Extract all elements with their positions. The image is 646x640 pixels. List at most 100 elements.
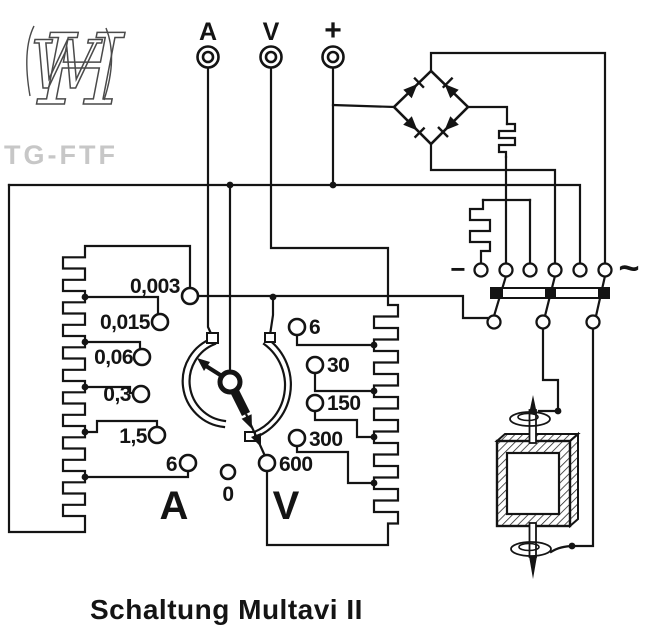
row-contact-5 xyxy=(572,262,588,278)
series-resistor-1 xyxy=(497,122,517,159)
right-comb xyxy=(265,66,400,547)
meter-top-spring-outer xyxy=(509,411,551,427)
meter-right-face xyxy=(569,431,579,529)
right-arc-outer xyxy=(249,337,292,441)
label-range-0015: 0,015 xyxy=(100,311,151,334)
contact-zero xyxy=(219,463,237,481)
tap-wire-6v xyxy=(295,333,376,347)
meter-bottom-spring-outer xyxy=(510,541,552,557)
label-ac: ~ xyxy=(618,247,639,288)
diode-top-right-icon xyxy=(441,76,459,99)
label-range-600: 600 xyxy=(279,453,313,476)
terminal-v xyxy=(259,45,283,69)
pointer-upper-arrowhead xyxy=(197,358,210,371)
meter-bottom-needle xyxy=(529,556,537,579)
label-range-6a: 6 xyxy=(166,453,177,476)
tap-wire-15 xyxy=(83,419,159,434)
contact-a-0015 xyxy=(150,312,170,332)
tap-wire-30 xyxy=(313,371,376,393)
contact-v-600 xyxy=(257,453,277,473)
contact-a-0003 xyxy=(180,286,200,306)
terminal-posts xyxy=(196,45,345,69)
range-contacts xyxy=(131,286,325,481)
right-arc-top-tab xyxy=(264,332,276,343)
label-range-15: 1,5 xyxy=(119,425,148,448)
pointer-handle xyxy=(229,387,251,417)
monogram-flourish xyxy=(26,25,113,101)
rotary-range-switch xyxy=(181,332,292,457)
label-minus: − xyxy=(450,254,465,284)
diode-top-left-icon xyxy=(403,76,425,99)
row-contact-4 xyxy=(547,262,563,278)
slider-block-3 xyxy=(598,288,609,298)
label-range-30: 30 xyxy=(327,354,349,377)
rectifier-bridge xyxy=(392,69,470,146)
left-arc-outer xyxy=(181,336,226,429)
moving-coil-meter xyxy=(494,395,581,579)
meter-frame-hatch xyxy=(497,441,570,526)
common-rail-wire xyxy=(7,183,582,265)
tap-wire-150 xyxy=(313,409,376,439)
series-resistor-2 xyxy=(468,198,492,265)
terminal-plus xyxy=(321,45,345,69)
pointer-chevron-1 xyxy=(241,414,252,429)
selector-row xyxy=(473,262,613,330)
monogram-letter-1: H xyxy=(36,14,126,128)
caption-text: Schaltung Multavi II xyxy=(90,594,363,625)
label-range-300: 300 xyxy=(309,428,343,451)
meter-top-spring-inner xyxy=(517,412,539,422)
bridge-top-wire xyxy=(429,51,607,265)
contact-a-03 xyxy=(131,384,151,404)
label-terminal-plus: + xyxy=(324,14,342,47)
tap-wire-006 xyxy=(83,340,142,351)
label-range-03: 0,3 xyxy=(103,383,131,406)
contact-v-6 xyxy=(287,317,307,337)
contact-v-150 xyxy=(305,393,325,413)
range-row-link-wire xyxy=(196,294,489,320)
tap-wire-0015 xyxy=(83,295,160,316)
meter-top-needle xyxy=(529,395,537,414)
left-arc-tab xyxy=(206,332,219,344)
meter-window xyxy=(505,451,561,516)
labels: A V + 0,003 0,015 0,06 0,3 1,5 6 6 30 15… xyxy=(90,14,640,625)
switch-knob xyxy=(217,369,243,395)
publisher-monogram-logo: H W xyxy=(26,13,127,129)
diode-bottom-right-icon xyxy=(437,116,459,138)
plus-bridge-branch xyxy=(331,103,396,109)
junction-dots xyxy=(81,181,576,550)
terminal-a xyxy=(196,45,220,69)
bridge-right-wire xyxy=(466,105,509,126)
contact-a-15 xyxy=(147,425,167,445)
label-terminal-a: A xyxy=(199,18,217,46)
a-terminal-wire xyxy=(206,66,215,340)
label-range-6v: 6 xyxy=(309,316,320,339)
label-terminal-v: V xyxy=(263,18,280,46)
label-zero: 0 xyxy=(222,483,233,506)
label-range-150: 150 xyxy=(327,392,361,415)
row-contact-6 xyxy=(597,262,613,278)
watermark-text: TG-FTF xyxy=(4,140,118,170)
right-arc-inner xyxy=(247,342,287,436)
pointer-chevron-2 xyxy=(251,433,261,447)
row-contact-3 xyxy=(522,262,538,278)
label-section-v: V xyxy=(273,484,300,528)
contact-a-6 xyxy=(178,453,198,473)
diode-bottom-left-icon xyxy=(403,116,426,139)
label-range-0003: 0,003 xyxy=(130,275,180,298)
row-contact-2 xyxy=(498,262,514,278)
bridge-bottom-wire xyxy=(429,142,557,265)
lower-contact-2 xyxy=(535,314,551,330)
tap-wire-6a xyxy=(83,469,190,479)
contact-v-300 xyxy=(287,428,307,448)
tap-wire-03 xyxy=(83,385,135,395)
right-arc-stub-wire xyxy=(268,295,275,337)
slider-block-2 xyxy=(545,288,556,298)
contact-a-006 xyxy=(132,347,152,367)
meter-top-feed-wire xyxy=(537,327,560,413)
meter-bottom-shaft xyxy=(528,522,537,558)
left-comb xyxy=(7,183,192,534)
lower-contact-1 xyxy=(486,314,502,330)
lower-contact-3 xyxy=(585,314,601,330)
